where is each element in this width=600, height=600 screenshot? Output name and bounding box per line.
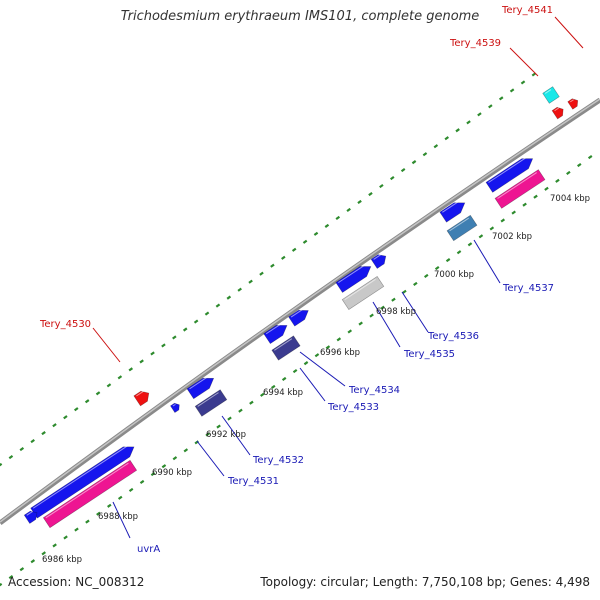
accession-text: Accession: NC_008312	[8, 575, 145, 589]
gene-large-fwd[interactable]	[485, 154, 536, 193]
gene-tery-4533-navy[interactable]	[194, 389, 228, 417]
tick-label: 6988 kbp	[98, 512, 138, 522]
gene-tery-4530-red[interactable]	[133, 388, 152, 407]
leader-line	[554, 16, 584, 49]
leader-line	[473, 239, 501, 284]
gene-label[interactable]: Tery_4532	[252, 455, 304, 466]
tick-label: 6994 kbp	[263, 388, 303, 398]
tick-labels: 6986 kbp 6988 kbp 6990 kbp 6992 kbp 6994 kbp…	[42, 194, 590, 565]
leader-line	[112, 501, 131, 539]
tick-label: 7002 kbp	[492, 232, 532, 242]
leader-line	[299, 351, 346, 387]
genome-backbone-highlight	[0, 98, 600, 523]
gene-labels: uvrA Tery_4531 Tery_4532 Tery_4533 Tery_4534…	[39, 5, 554, 555]
leader-line	[196, 440, 225, 477]
gene-label[interactable]: Tery_4537	[502, 283, 554, 294]
gene-navy-b[interactable]	[271, 335, 301, 361]
tick-dots	[0, 72, 593, 587]
gene-tery-4535-fwd[interactable]	[335, 262, 374, 293]
gene-label-red[interactable]: Tery_4530	[39, 319, 91, 330]
gene-tery-4534-fwd[interactable]	[288, 306, 312, 327]
gene-tery-4539-red[interactable]	[551, 105, 566, 120]
map-title: Trichodesmium erythraeum IMS101, complet…	[120, 9, 480, 24]
genome-backbone	[0, 97, 600, 526]
leader-line	[92, 327, 121, 363]
tick-label: 6992 kbp	[206, 430, 246, 440]
gene-tiny-fwd[interactable]	[170, 401, 181, 413]
outer-tick-track	[0, 72, 537, 467]
gene-steel[interactable]	[446, 214, 478, 242]
tick-label: 6996 kbp	[320, 348, 360, 358]
gene-large-pink[interactable]	[494, 169, 546, 209]
gene-tery-4532-fwd[interactable]	[263, 320, 291, 345]
gene-label[interactable]: Tery_4535	[403, 349, 455, 360]
gene-tery-4539-cyan[interactable]	[542, 86, 560, 104]
topology-text: Topology: circular; Length: 7,750,108 bp…	[260, 575, 590, 589]
tick-label: 7004 kbp	[550, 194, 590, 204]
tick-label: 6990 kbp	[152, 468, 192, 478]
gene-label-red[interactable]: Tery_4541	[501, 5, 553, 16]
gene-label-red[interactable]: Tery_4539	[449, 38, 501, 49]
gene-tery-4531-fwd[interactable]	[186, 373, 217, 400]
gene-label[interactable]: uvrA	[137, 544, 160, 555]
leader-line	[401, 291, 429, 333]
gene-tery-4537-fwd[interactable]	[439, 198, 468, 223]
tick-label: 6998 kbp	[376, 307, 416, 317]
leader-line	[221, 415, 251, 456]
leader-line	[299, 367, 326, 402]
gene-label[interactable]: Tery_4531	[227, 476, 279, 487]
gene-small-fwd[interactable]	[23, 509, 40, 524]
gene-label[interactable]: Tery_4534	[348, 385, 400, 396]
gene-tery-4541-red[interactable]	[567, 97, 580, 110]
gene-tery-4536-gray[interactable]	[341, 275, 385, 311]
label-leaders	[92, 16, 584, 539]
gene-uvrA-pink[interactable]	[42, 459, 138, 529]
inner-tick-track	[0, 155, 593, 587]
leader-line	[509, 47, 539, 77]
gene-label[interactable]: Tery_4533	[327, 402, 379, 413]
tick-label: 6986 kbp	[42, 555, 82, 565]
leader-line	[372, 301, 401, 348]
gene-label[interactable]: Tery_4536	[427, 331, 479, 342]
gene-small-fwd-b[interactable]	[370, 252, 389, 269]
tick-label: 7000 kbp	[434, 270, 474, 280]
gene-features	[23, 86, 580, 529]
